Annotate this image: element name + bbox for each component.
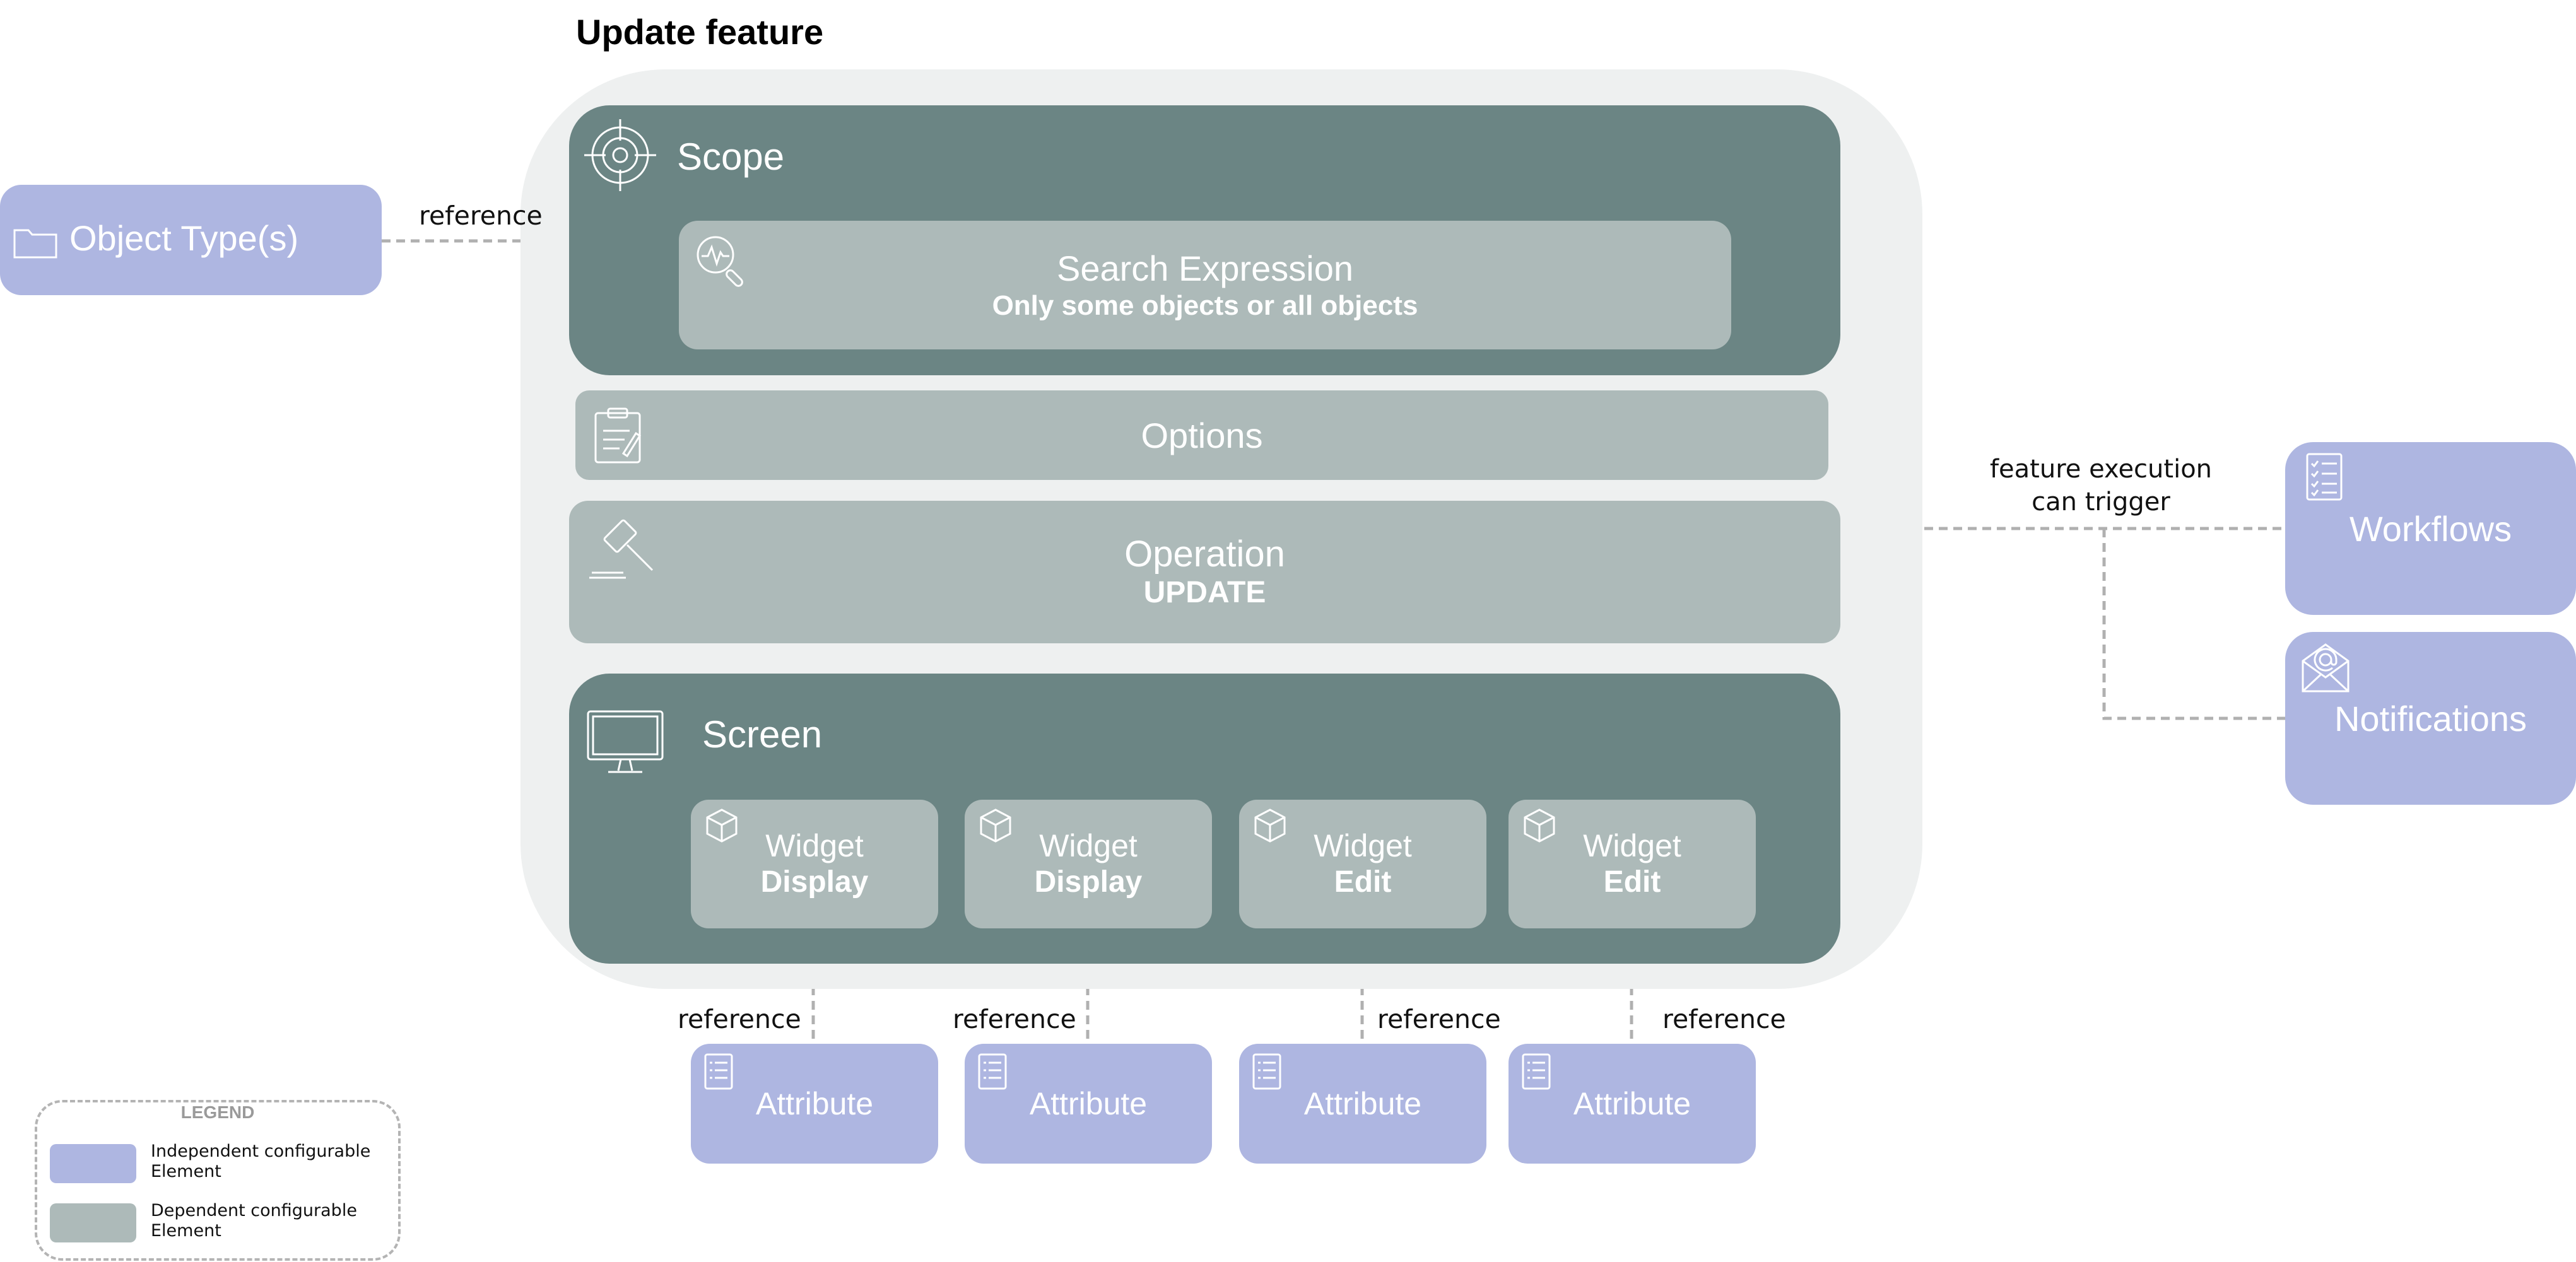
attribute-label: Attribute bbox=[755, 1086, 874, 1121]
widget-box: Widget Display bbox=[965, 800, 1212, 928]
folder-icon bbox=[13, 229, 57, 259]
page-title: Update feature bbox=[576, 12, 824, 52]
widget-box: Widget Display bbox=[691, 800, 938, 928]
workflows-box: Workflows bbox=[2285, 442, 2576, 615]
trigger-label: feature execution can trigger bbox=[1989, 455, 2213, 517]
envelope-icon bbox=[2302, 643, 2350, 692]
attribute-box: Attribute bbox=[1509, 1044, 1756, 1164]
search-expression-box: Search Expression Only some objects or a… bbox=[679, 221, 1731, 349]
operation-subtitle: UPDATE bbox=[1143, 576, 1266, 609]
widget-title: Widget bbox=[1039, 828, 1138, 863]
attribute-box: Attribute bbox=[691, 1044, 938, 1164]
workflows-label: Workflows bbox=[2349, 508, 2512, 549]
attribute-box: Attribute bbox=[965, 1044, 1212, 1164]
checklist-icon bbox=[2306, 453, 2343, 501]
widget-reference-label: reference bbox=[1377, 1004, 1501, 1034]
widget-title: Widget bbox=[765, 828, 864, 863]
monitor-icon bbox=[587, 710, 664, 773]
search-magnifier-icon bbox=[697, 236, 743, 287]
widget-title: Widget bbox=[1583, 828, 1681, 863]
legend-label-independent: Independent configurable Element bbox=[151, 1142, 371, 1181]
notifications-label: Notifications bbox=[2334, 698, 2527, 739]
operation-box: Operation UPDATE bbox=[569, 501, 1840, 643]
object-type-reference-label: reference bbox=[419, 201, 543, 231]
cube-icon bbox=[1524, 809, 1555, 843]
widget-reference-label: reference bbox=[1662, 1004, 1786, 1034]
scope-container: Scope Search Expression Only some object… bbox=[569, 105, 1840, 375]
object-types-box: Object Type(s) bbox=[0, 185, 382, 295]
legend: LEGEND Independent configurable Element … bbox=[35, 1100, 401, 1261]
list-icon bbox=[978, 1053, 1007, 1090]
cube-icon bbox=[980, 809, 1011, 843]
options-box: Options bbox=[575, 390, 1828, 480]
list-icon bbox=[1522, 1053, 1551, 1090]
search-expression-title: Search Expression bbox=[1056, 248, 1353, 288]
widget-mode: Display bbox=[760, 865, 869, 899]
legend-title: LEGEND bbox=[180, 1102, 255, 1122]
operation-title: Operation bbox=[1124, 534, 1285, 575]
gavel-icon bbox=[589, 519, 654, 579]
screen-label: Screen bbox=[702, 713, 823, 756]
widget-mode: Edit bbox=[1603, 865, 1661, 899]
attribute-box: Attribute bbox=[1239, 1044, 1486, 1164]
screen-container: Screen Widget Display Widget Display Wid… bbox=[569, 674, 1840, 964]
cube-icon bbox=[1254, 809, 1286, 843]
options-label: Options bbox=[1141, 415, 1263, 455]
scope-label: Scope bbox=[677, 136, 785, 178]
widget-mode: Edit bbox=[1334, 865, 1392, 899]
list-icon bbox=[704, 1053, 733, 1090]
widget-box: Widget Edit bbox=[1509, 800, 1756, 928]
list-icon bbox=[1252, 1053, 1281, 1090]
attribute-label: Attribute bbox=[1303, 1086, 1422, 1121]
legend-swatch-dependent bbox=[50, 1203, 136, 1242]
clipboard-icon bbox=[594, 407, 642, 464]
search-expression-subtitle: Only some objects or all objects bbox=[992, 290, 1418, 321]
legend-label-dependent: Dependent configurable Element bbox=[151, 1201, 357, 1241]
trigger-line-notifications bbox=[2102, 529, 2285, 720]
widget-box: Widget Edit bbox=[1239, 800, 1486, 928]
target-icon bbox=[584, 119, 656, 191]
legend-swatch-independent bbox=[50, 1144, 136, 1183]
widget-reference-label: reference bbox=[953, 1004, 1076, 1034]
widget-title: Widget bbox=[1314, 828, 1412, 863]
attribute-label: Attribute bbox=[1573, 1086, 1691, 1121]
attribute-label: Attribute bbox=[1029, 1086, 1148, 1121]
cube-icon bbox=[706, 809, 738, 843]
widget-reference-label: reference bbox=[678, 1004, 801, 1034]
notifications-box: Notifications bbox=[2285, 632, 2576, 805]
object-types-label: Object Type(s) bbox=[69, 218, 299, 258]
widget-mode: Display bbox=[1034, 865, 1143, 899]
